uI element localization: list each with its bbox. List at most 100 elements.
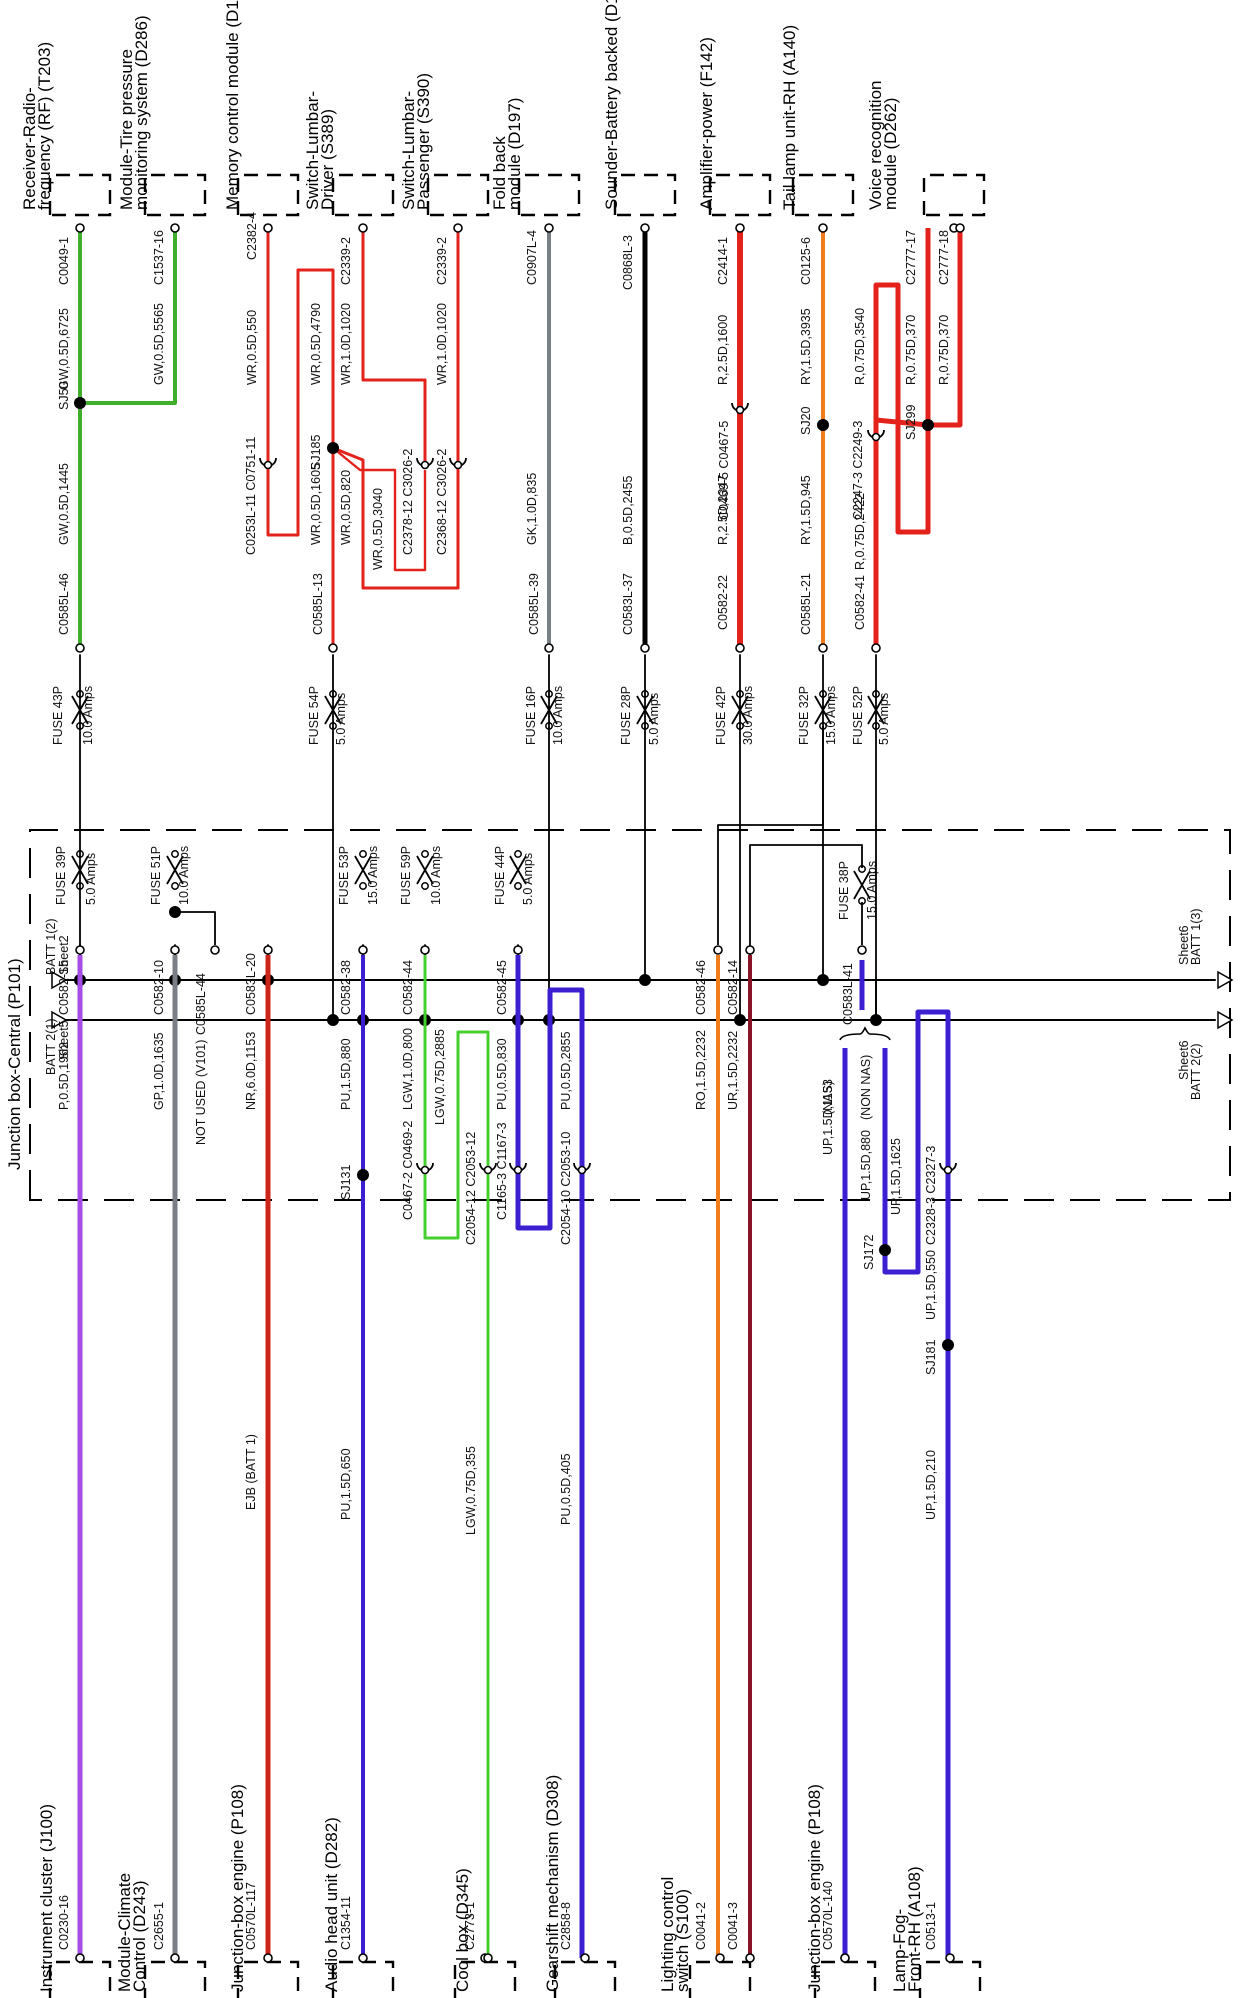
bottom-component-box-7 <box>688 1960 752 1998</box>
connector-label-37: C1165-3 C1167-3 <box>495 1122 509 1220</box>
splice-sj50 <box>74 397 86 409</box>
connector-label-6: C0907L-4 <box>525 230 539 285</box>
bottom-component-title-4: Audio head unit (D282) <box>322 1817 341 1992</box>
inline-c3026-a <box>420 460 430 470</box>
wire-label-27: LGW,0.75D,2885 <box>433 1029 447 1125</box>
wire-gw-2 <box>80 228 177 405</box>
jb-top-terminal-4 <box>640 643 650 653</box>
top-component-title-2: monitoring system (D286) <box>132 15 151 210</box>
fuse-rating-12: 5.0 Amps <box>521 853 535 905</box>
fuse-id-13: FUSE 38P <box>837 861 851 920</box>
wire-label-11: GK,1.0D,835 <box>525 473 539 545</box>
sheet6b-label: Sheet6 <box>1177 1040 1191 1080</box>
connector-label-30: C0582-44 <box>401 960 415 1015</box>
fuse-rating-11: 10.0 Amps <box>429 846 443 905</box>
jb-bottom-terminal-1 <box>75 945 85 955</box>
wire-label-21: P,0.5D,1962 <box>57 1042 71 1110</box>
jb-bottom-terminal-4 <box>263 945 273 955</box>
batt21-label: BATT 2(1) <box>44 1019 58 1076</box>
connector-label-45: C2858-8 <box>559 1902 573 1950</box>
splice-label-3: SJ20 <box>799 406 813 435</box>
bottom-component-title-8: Junction-box engine (P108) <box>805 1784 824 1992</box>
wire-lgw-2885 <box>423 1030 490 1240</box>
wire-label-20: R,0.75D,2422 <box>853 493 867 570</box>
connector-label-32: C0582-46 <box>694 960 708 1015</box>
bottom-component-title-5: Cool box (D345) <box>453 1868 472 1992</box>
wire-label-29: PU,0.5D,2855 <box>559 1031 573 1110</box>
link-32p-rangeo <box>717 726 824 945</box>
bus-node-5 <box>817 974 829 986</box>
jb-top-terminal-2 <box>328 643 338 653</box>
fuse-10-t1 <box>359 850 367 858</box>
jb-bottom-terminal-2 <box>170 945 180 955</box>
connector-label-5: C2339-2 <box>435 237 449 285</box>
fuse-rating-1: 10.0 Amps <box>81 686 95 745</box>
jb-top-terminal-1 <box>75 643 85 653</box>
top-terminal-7 <box>640 223 650 233</box>
fuse-id-9: FUSE 51P <box>149 846 163 905</box>
top-component-box-8 <box>708 173 772 217</box>
fuse-rating-10: 15.0 Amps <box>366 846 380 905</box>
jb-top-terminal-3 <box>544 643 554 653</box>
wire-label-34: UP,1.5D,880 <box>859 1130 873 1200</box>
connector-label-18: C0585L-21 <box>799 573 813 635</box>
bottom-extra-terminal-1 <box>483 1953 493 1963</box>
batt21-arrow <box>51 1010 68 1030</box>
top-component-box-6 <box>517 173 581 217</box>
connector-label-28: C0583L-20 <box>244 953 258 1015</box>
top-component-box-2 <box>143 173 207 217</box>
wire-label-23: NOT USED (V101) <box>194 1040 208 1145</box>
top-terminal-8 <box>735 223 745 233</box>
wire-label-22: GP,1.0D,1635 <box>152 1032 166 1110</box>
top-terminal-6 <box>544 223 554 233</box>
connector-label-7: C0868L-3 <box>621 235 635 290</box>
wire-label-7: WR,1.0D,1020 <box>435 303 449 385</box>
connector-label-13: C0585L-13 <box>311 573 325 635</box>
bottom-terminal-7 <box>715 1953 725 1963</box>
connector-label-8: C2414-1 <box>716 237 730 285</box>
wire-label-33: (NAS) <box>821 1081 835 1115</box>
bus-node-11 <box>734 1014 746 1026</box>
top-terminal-5 <box>453 223 463 233</box>
splice-label-6: SJ172 <box>862 1235 876 1270</box>
batt12-arrow <box>51 970 68 990</box>
wire-label-36: UP,1.5D,1625 <box>889 1138 903 1215</box>
fuse-11-t2 <box>421 882 429 890</box>
fuse-rating-4: 5.0 Amps <box>647 693 661 745</box>
bottom-component-title-1: Instrument cluster (J100) <box>37 1804 56 1992</box>
fuse-9 <box>166 855 184 885</box>
wire-label-37: UP,1.5D,550 <box>924 1250 938 1320</box>
wire-r-3540 <box>873 282 931 535</box>
splice-sj131 <box>357 1169 369 1181</box>
top-terminal-3 <box>263 223 273 233</box>
wire-label-6: WR,1.0D,1020 <box>339 303 353 385</box>
fuse-10-t2 <box>359 882 367 890</box>
wire-label-12: B,0.5D,2455 <box>621 475 635 545</box>
wire-label-26: LGW,1.0D,800 <box>401 1028 415 1110</box>
connector-label-42: C0570L-117 <box>244 1882 258 1950</box>
wire-label-17: R,0.75D,3540 <box>853 308 867 385</box>
jb-bottom-terminal-8 <box>713 945 723 955</box>
splice-label-4: SJ299 <box>904 405 918 440</box>
connector-label-20: C0253L-11 C0751-11 <box>244 437 258 555</box>
jb-top-terminal-7 <box>871 643 881 653</box>
connector-label-43: C1354-11 <box>339 1896 353 1950</box>
bottom-terminal-1 <box>75 1953 85 1963</box>
fuse-id-12: FUSE 44P <box>493 846 507 905</box>
nas-brace <box>839 1026 891 1041</box>
connector-label-36: C2054-12 C2053-12 <box>464 1132 478 1245</box>
fuse-id-10: FUSE 53P <box>337 846 351 905</box>
fuse-12-t2 <box>514 882 522 890</box>
top-terminal-11 <box>955 223 965 233</box>
top-component-title-5: Passenger (S390) <box>414 73 433 210</box>
top-terminal-4 <box>358 223 368 233</box>
bottom-component-box-9 <box>918 1960 982 1998</box>
bottom-component-title-6: Gearshift mechanism (D308) <box>543 1775 562 1992</box>
fuse-10 <box>354 855 372 885</box>
top-component-title-1: Receiver-Radio- <box>20 87 39 210</box>
wire-label-1: GW,0.5D,6725 <box>57 308 71 390</box>
bottom-component-title-2: Control (D243) <box>130 1881 149 1993</box>
top-component-box-1 <box>48 173 112 217</box>
top-component-title-9: Tail lamp unit-RH (A140) <box>780 25 799 210</box>
top-terminal-9 <box>818 223 828 233</box>
